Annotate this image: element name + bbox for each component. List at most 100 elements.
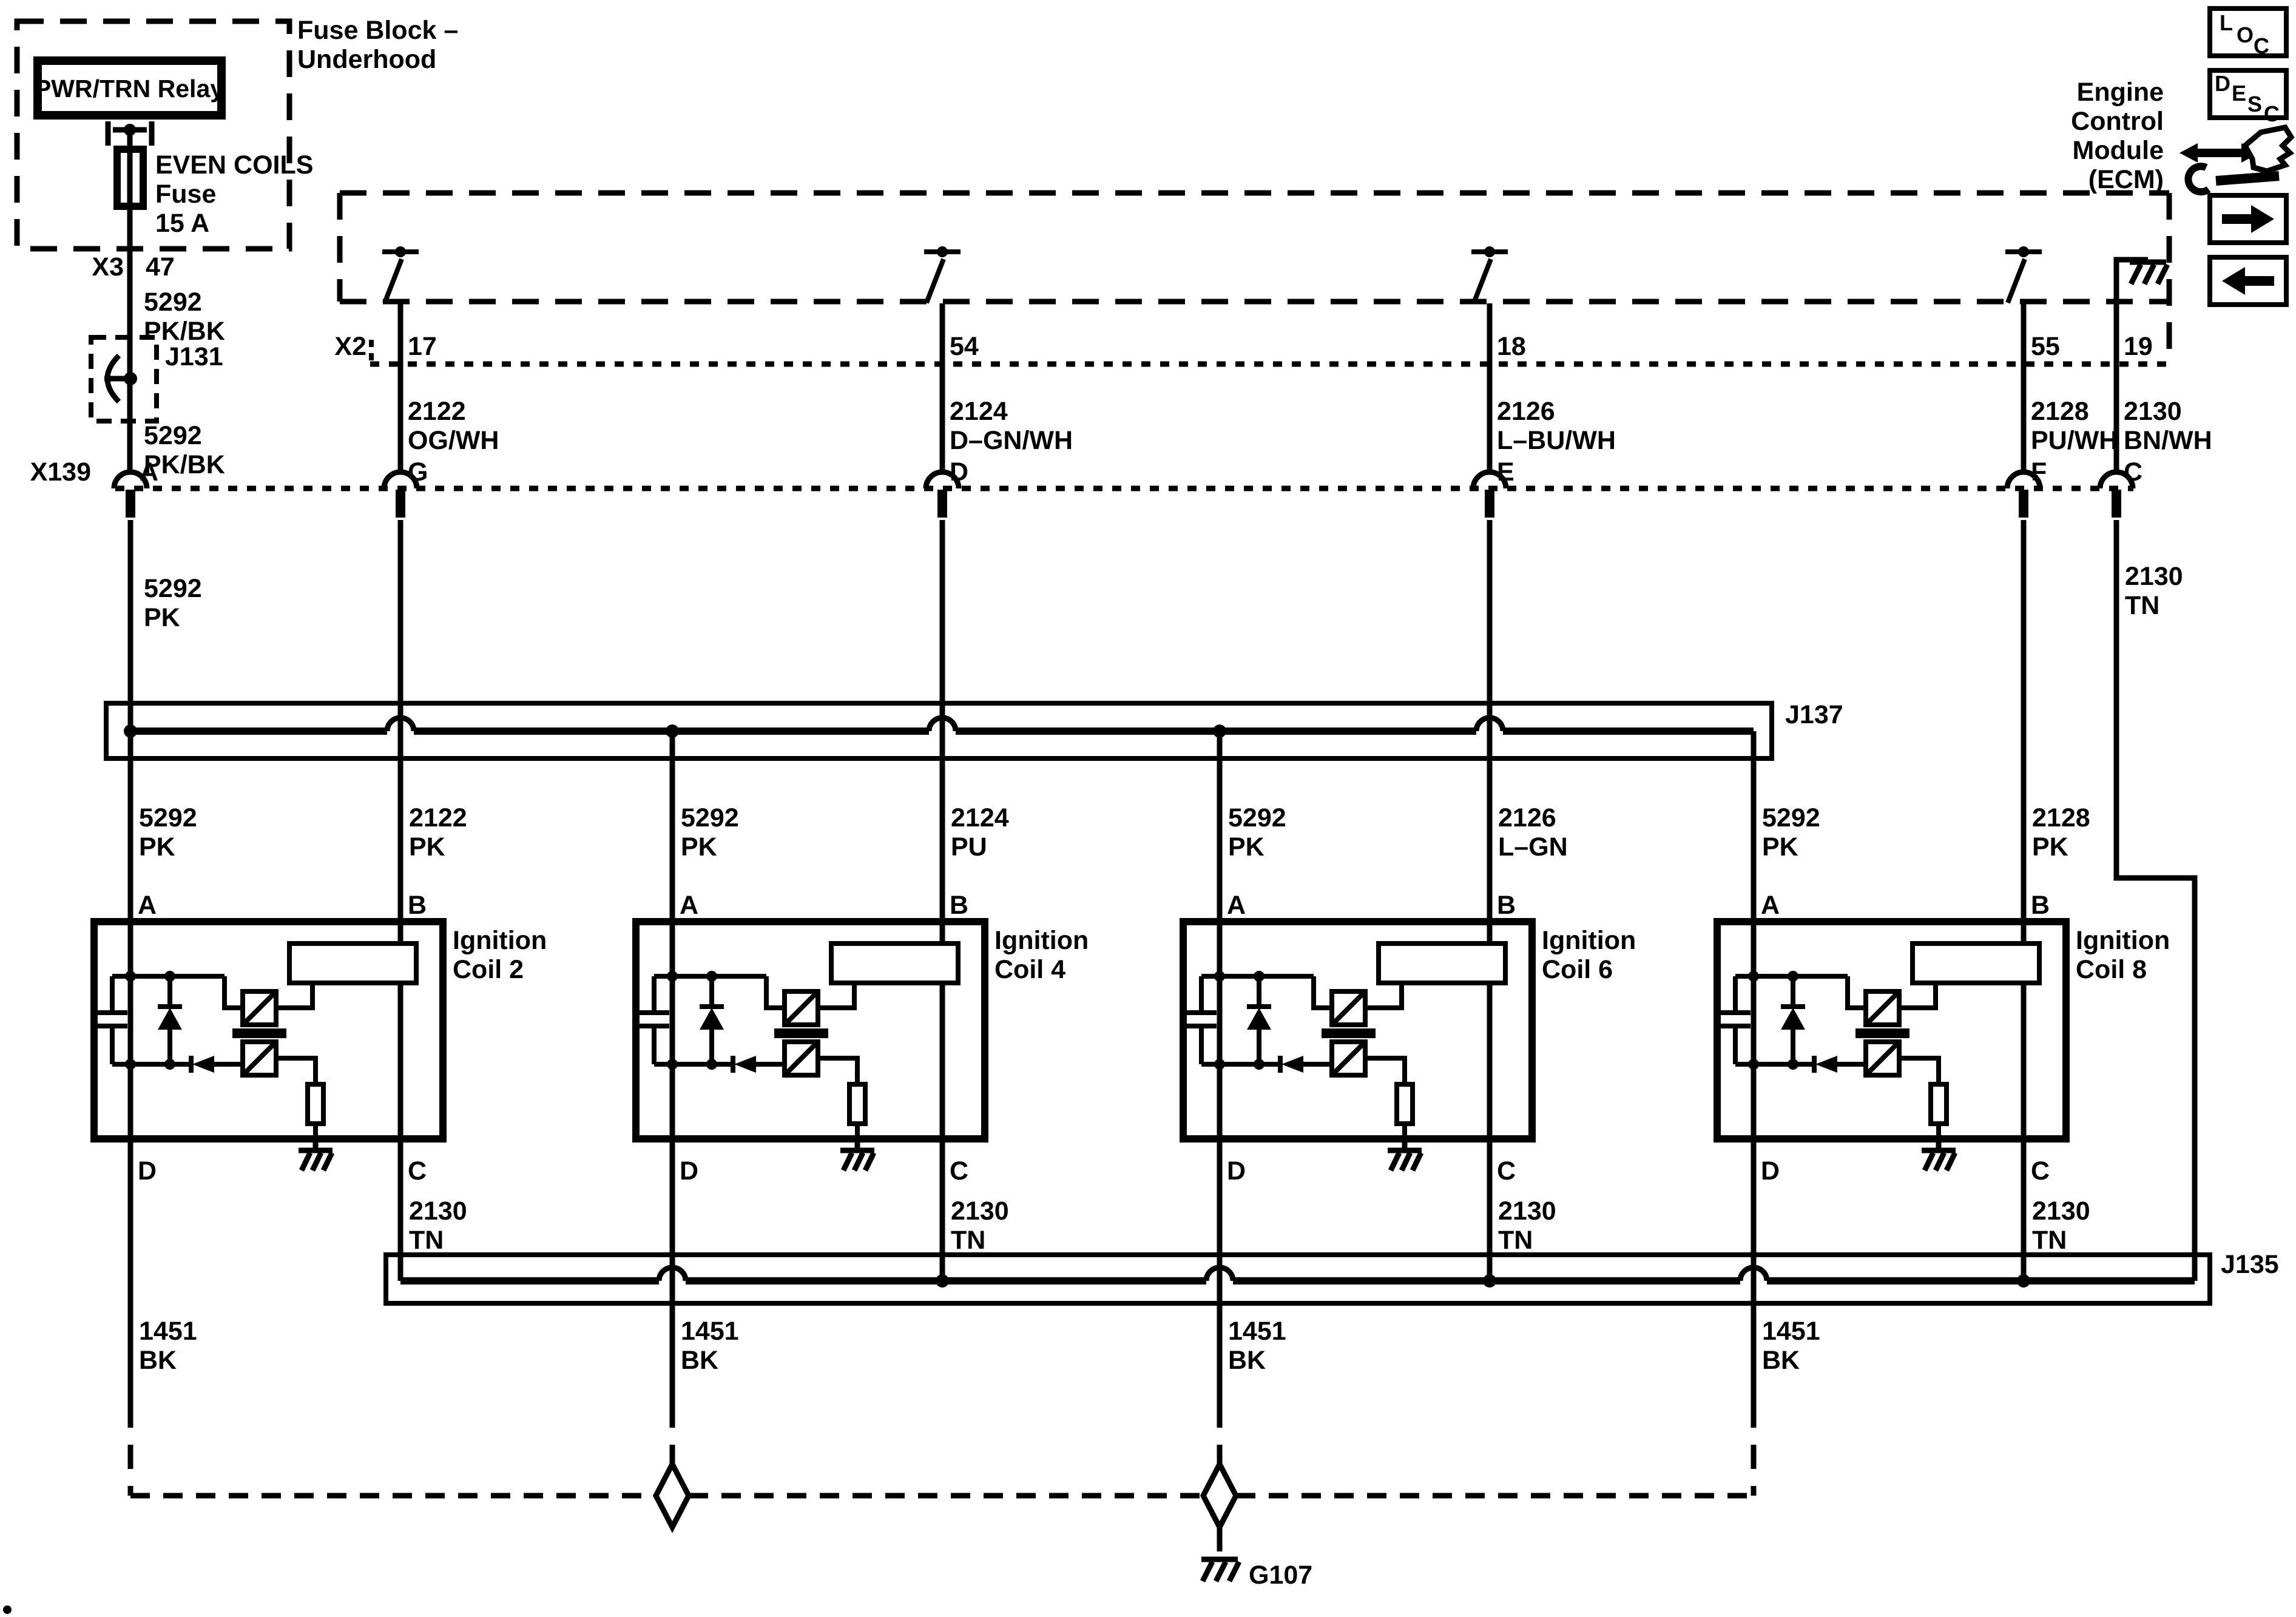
- ecm-title-line3: Module: [2073, 136, 2164, 165]
- splice-j135-label: J135: [2221, 1250, 2279, 1279]
- coil4-d-wire-number: 1451: [681, 1317, 739, 1346]
- ignition-coil-8: [1717, 922, 2066, 1170]
- coil8-title-line2: Coil 8: [2076, 955, 2147, 984]
- back-arrow-head: [2222, 267, 2245, 295]
- ignition-coil-6: [1183, 922, 1532, 1170]
- ecm-title-line4: (ECM): [2088, 165, 2164, 194]
- wire-2128-color: PU/WH: [2031, 426, 2118, 455]
- loc-button[interactable]: L O C: [2207, 6, 2289, 58]
- coil6-a-wire-color: PK: [1228, 832, 1264, 862]
- coil4-a-wire-color: PK: [681, 832, 717, 862]
- fuse-block-title-line1: Fuse Block –: [297, 16, 458, 45]
- coil4-b-wire-number: 2124: [951, 803, 1009, 832]
- loc-letter-c: C: [2254, 33, 2269, 58]
- wrench-jaw: [2184, 163, 2211, 196]
- coil6-pin-d: D: [1227, 1156, 1246, 1186]
- wire-2122-number: 2122: [408, 397, 466, 426]
- loc-button-box[interactable]: [2207, 6, 2289, 58]
- splice-j137-box: [104, 701, 1774, 761]
- coil6-c-wire-number: 2130: [1498, 1197, 1556, 1226]
- ecm-title-line2: Control: [2071, 107, 2164, 136]
- ecm-pin-54: 54: [950, 332, 979, 361]
- wrench-shaft: [2215, 171, 2280, 186]
- coil4-title-line1: Ignition: [994, 926, 1089, 955]
- ecm-driver-coil6: [1471, 246, 1508, 303]
- fuse-rating: 15 A: [155, 209, 209, 238]
- coil2-d-wire-color: BK: [139, 1346, 177, 1375]
- coil4-a-wire-number: 5292: [681, 803, 739, 832]
- feed-label2-color: PK/BK: [144, 450, 225, 479]
- feed-label3-number: 5292: [144, 574, 202, 603]
- forward-button[interactable]: [2207, 193, 2289, 245]
- fuse-word: Fuse: [155, 180, 216, 209]
- desc-letter-s: S: [2247, 92, 2262, 116]
- fuse-block-dashed-box: [14, 18, 292, 252]
- coil6-pin-b: B: [1497, 891, 1516, 920]
- feed-label3-color: PK: [144, 603, 180, 632]
- desc-button[interactable]: D E S C: [2207, 68, 2289, 126]
- coil2-pin-c: C: [408, 1156, 427, 1186]
- adjust-hand-icon[interactable]: [2180, 124, 2295, 196]
- x3-pin-47: 47: [146, 252, 175, 282]
- ecm-ground-icon: [2130, 262, 2167, 284]
- feed-label1-number: 5292: [144, 288, 202, 317]
- x139-pin-g: G: [408, 457, 428, 487]
- desc-letter-e: E: [2232, 81, 2246, 106]
- g107-label: G107: [1249, 1561, 1312, 1590]
- wire-2130-number: 2130: [2124, 397, 2182, 426]
- ecm-pin-17: 17: [408, 332, 437, 361]
- back-button[interactable]: [2207, 255, 2289, 307]
- ecm-pin-19: 19: [2124, 332, 2153, 361]
- coil8-c-wire-color: TN: [2032, 1226, 2067, 1255]
- connector-x2-label: X2: [334, 332, 366, 361]
- coil6-a-wire-number: 5292: [1228, 803, 1286, 832]
- j135-tap-dot: [2017, 1274, 2030, 1288]
- right-ground-wire-number: 2130: [2125, 562, 2183, 591]
- x139-pin-f: F: [2031, 457, 2047, 487]
- wire-2124-color: D–GN/WH: [950, 426, 1073, 455]
- feed-label2-number: 5292: [144, 421, 202, 450]
- forward-button-box[interactable]: [2207, 193, 2289, 245]
- coil8-b-wire-number: 2128: [2032, 803, 2090, 832]
- desc-button-box[interactable]: [2207, 68, 2289, 120]
- coil4-pin-c: C: [950, 1156, 968, 1186]
- wire-2130-color: BN/WH: [2124, 426, 2212, 455]
- ignition-coil-4: [636, 922, 985, 1170]
- wire-2130-tn-run: [2113, 364, 2198, 1281]
- coil2-pin-b: B: [408, 891, 427, 920]
- j137-tap-dot: [124, 724, 137, 738]
- desc-letter-c: C: [2264, 101, 2280, 126]
- splice-j137-label: J137: [1785, 700, 1843, 729]
- x139-pin-e: E: [1497, 457, 1514, 487]
- coil4-b-wire-color: PU: [951, 832, 987, 862]
- back-button-box[interactable]: [2207, 255, 2289, 307]
- coil8-pin-b: B: [2031, 891, 2050, 920]
- forward-arrow-head: [2251, 205, 2274, 233]
- ecm-driver-coil4: [924, 246, 961, 303]
- coil4-pin-a: A: [680, 891, 698, 920]
- splice-j131-box: [89, 335, 159, 424]
- pwr-trn-relay-label: PWR/TRN Relay: [35, 75, 224, 103]
- pointing-hand-icon: [2241, 124, 2295, 174]
- j137-wire-hops: [384, 715, 1506, 732]
- ground-splice-diamond-1: [656, 1464, 689, 1527]
- desc-letter-d: D: [2215, 71, 2230, 96]
- fuse-name: EVEN COILS: [155, 150, 313, 180]
- coil8-d-wire-number: 1451: [1762, 1317, 1820, 1346]
- coil2-title-line2: Coil 2: [453, 955, 524, 984]
- coil2-d-wire-number: 1451: [139, 1317, 197, 1346]
- ignition-coil-2: [94, 922, 443, 1170]
- loc-letter-l: L: [2220, 10, 2233, 35]
- ecm-dashed-box: [337, 190, 2172, 364]
- fuse-block-title-line2: Underhood: [297, 45, 436, 74]
- coil6-d-wire-color: BK: [1228, 1346, 1266, 1375]
- double-arrow-left-head: [2180, 143, 2198, 163]
- wire-2126-color: L–BU/WH: [1497, 426, 1616, 455]
- coil8-title-line1: Ignition: [2076, 926, 2170, 955]
- splice-j135-box: [383, 1252, 2212, 1306]
- coil4-pin-b: B: [950, 891, 968, 920]
- loc-letter-o: O: [2237, 22, 2254, 47]
- coil8-d-wire-color: BK: [1762, 1346, 1800, 1375]
